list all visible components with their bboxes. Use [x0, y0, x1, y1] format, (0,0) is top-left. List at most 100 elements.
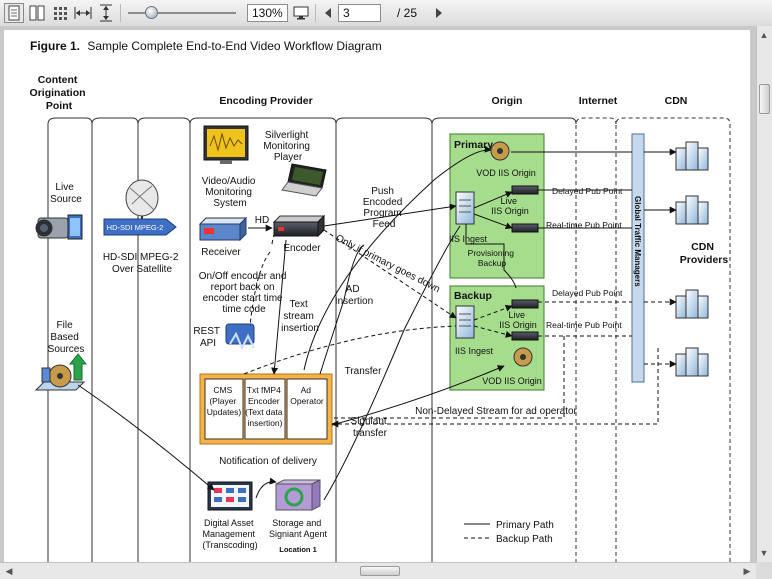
global-traffic-managers-bar [631, 133, 645, 383]
encoder-label: Encoder [283, 243, 321, 254]
digital-asset-management-icon [207, 481, 253, 511]
vertical-scrollbar[interactable]: ▲ ▼ [756, 26, 772, 562]
presentation-mode-button[interactable] [291, 3, 311, 23]
transfer-label: Transfer [345, 366, 383, 377]
single-page-view-button[interactable] [4, 3, 24, 23]
workflow-connectors [77, 145, 677, 501]
previous-page-button[interactable] [318, 3, 338, 23]
origin-header: Origin [492, 95, 523, 107]
cdn-providers-label: CDN Providers [680, 241, 729, 266]
rest-api-icon [225, 323, 255, 351]
storage-icon [275, 479, 321, 511]
primary-live-origin-server-icon-2 [511, 223, 539, 233]
txt-encoder-box [244, 378, 286, 440]
vertical-scroll-thumb[interactable] [759, 84, 770, 114]
next-page-button[interactable] [429, 3, 449, 23]
encoding-provider-header: Encoding Provider [219, 95, 312, 107]
monitor-icon [293, 6, 309, 20]
legend: Primary Path Backup Path [464, 520, 554, 545]
video-audio-monitoring-label: Video/Audio Monitoring System [202, 176, 259, 209]
scroll-right-arrow-icon[interactable]: ▶ [743, 566, 751, 576]
hd-sdi-satellite-label: HD-SDI MPEG-2 Over Satellite [103, 252, 181, 275]
digital-asset-management-label: Digital Asset Management (Transcoding) [202, 518, 257, 550]
toolbar: 130% 3 / 25 [0, 0, 772, 27]
triangle-right-icon [436, 8, 442, 18]
backup-connectors [243, 229, 677, 428]
backup-vod-film-reel-icon [513, 347, 533, 367]
primary-vod-origin-label: VOD IIS Origin [476, 168, 536, 178]
ad-insertion-label: AD Insertion [335, 284, 373, 307]
ad-operator-label: Ad Operator [290, 385, 324, 406]
backup-realtime-pub-point-label: Real-time Pub Point [546, 320, 622, 330]
receiver-label: Receiver [201, 247, 241, 258]
toolbar-separator [120, 4, 121, 22]
primary-realtime-pub-point-label: Real-time Pub Point [546, 220, 622, 230]
scroll-left-arrow-icon[interactable]: ◀ [5, 566, 13, 576]
two-page-view-button[interactable] [27, 3, 47, 23]
workflow-diagram: Figure 1. Sample Complete End-to-End Vid… [30, 39, 731, 562]
scroll-up-arrow-icon[interactable]: ▲ [759, 30, 769, 40]
legend-backup-label: Backup Path [496, 534, 553, 545]
zoom-input[interactable]: 130% [247, 4, 288, 22]
rest-api-label: REST API [193, 326, 222, 349]
encoder-icon [272, 214, 326, 238]
document-viewport[interactable]: Figure 1. Sample Complete End-to-End Vid… [0, 26, 756, 562]
svg-text:HD-SDI MPEG-2: HD-SDI MPEG-2 [107, 223, 164, 232]
notification-of-delivery-label: Notification of delivery [219, 456, 317, 467]
backup-iis-ingest-label: IIS Ingest [455, 346, 494, 356]
cdn-server-cluster-icon [675, 347, 709, 377]
legend-primary-label: Primary Path [496, 520, 554, 531]
fit-height-icon [100, 4, 112, 22]
file-sources-icon [34, 353, 88, 391]
file-based-sources-label: File Based Sources [48, 320, 85, 355]
content-origination-header: Content Origination Point [30, 74, 89, 112]
horizontal-scroll-thumb[interactable] [360, 566, 400, 576]
cdn-header: CDN [665, 95, 688, 107]
backup-live-origin-server-icon-2 [511, 331, 539, 341]
backup-vod-origin-label: VOD IIS Origin [482, 376, 542, 386]
satellite-signal-badge: HD-SDI MPEG-2 [103, 218, 177, 236]
internet-header: Internet [579, 95, 618, 107]
cdn-server-cluster-icon [675, 195, 709, 225]
hd-label: HD [255, 215, 269, 226]
cdn-server-cluster-icon [675, 141, 709, 171]
primary-iis-ingest-label: IIS Ingest [449, 234, 488, 244]
fit-width-button[interactable] [73, 3, 93, 23]
monitoring-display-icon [203, 125, 249, 164]
location-1-label: Location 1 [279, 545, 317, 554]
figure-title: Figure 1. Sample Complete End-to-End Vid… [30, 39, 382, 53]
primary-ingest-server-icon [455, 191, 475, 225]
backup-live-origin-server-icon [511, 299, 539, 309]
toolbar-separator [315, 4, 316, 22]
page-number-input[interactable]: 3 [338, 4, 381, 22]
swimlane-dividers [47, 117, 731, 562]
horizontal-scrollbar[interactable]: ◀ ▶ [0, 562, 756, 579]
thumbnail-view-button[interactable] [50, 3, 70, 23]
camcorder-icon [35, 214, 83, 240]
satellite-dish-icon [125, 179, 159, 224]
zoom-slider-handle[interactable] [145, 6, 158, 19]
cms-box [204, 378, 244, 440]
fit-height-button[interactable] [96, 3, 116, 23]
push-encoded-feed-label: Push Encoded Program Feed [363, 186, 405, 230]
scrollbar-corner [756, 562, 772, 579]
on-off-encoder-label: On/Off encoder and report back on encode… [199, 271, 289, 315]
global-traffic-managers-label: Global Traffic Managers [633, 196, 642, 287]
scroll-down-arrow-icon[interactable]: ▼ [759, 548, 769, 558]
document-page: Figure 1. Sample Complete End-to-End Vid… [4, 30, 750, 562]
cms-label: CMS (Player Updates) [207, 385, 242, 417]
backup-label: Backup [454, 290, 492, 302]
vod-film-reel-icon [490, 141, 510, 161]
triangle-left-icon [325, 8, 331, 18]
primary-live-origin-label: Live IIS Origin [491, 196, 529, 216]
receiver-icon [198, 216, 248, 242]
cdn-server-cluster-icon [675, 289, 709, 319]
ad-operator-box [286, 378, 328, 440]
primary-label: Primary [454, 139, 493, 151]
laptop-icon [281, 163, 327, 197]
backup-live-origin-label: Live IIS Origin [499, 310, 537, 330]
signiant-transfer-label: Signiant transfer [351, 416, 390, 439]
silverlight-player-label: Silverlight Monitoring Player [263, 130, 312, 163]
two-page-icon [29, 5, 45, 21]
zoom-slider-track[interactable] [128, 12, 236, 14]
